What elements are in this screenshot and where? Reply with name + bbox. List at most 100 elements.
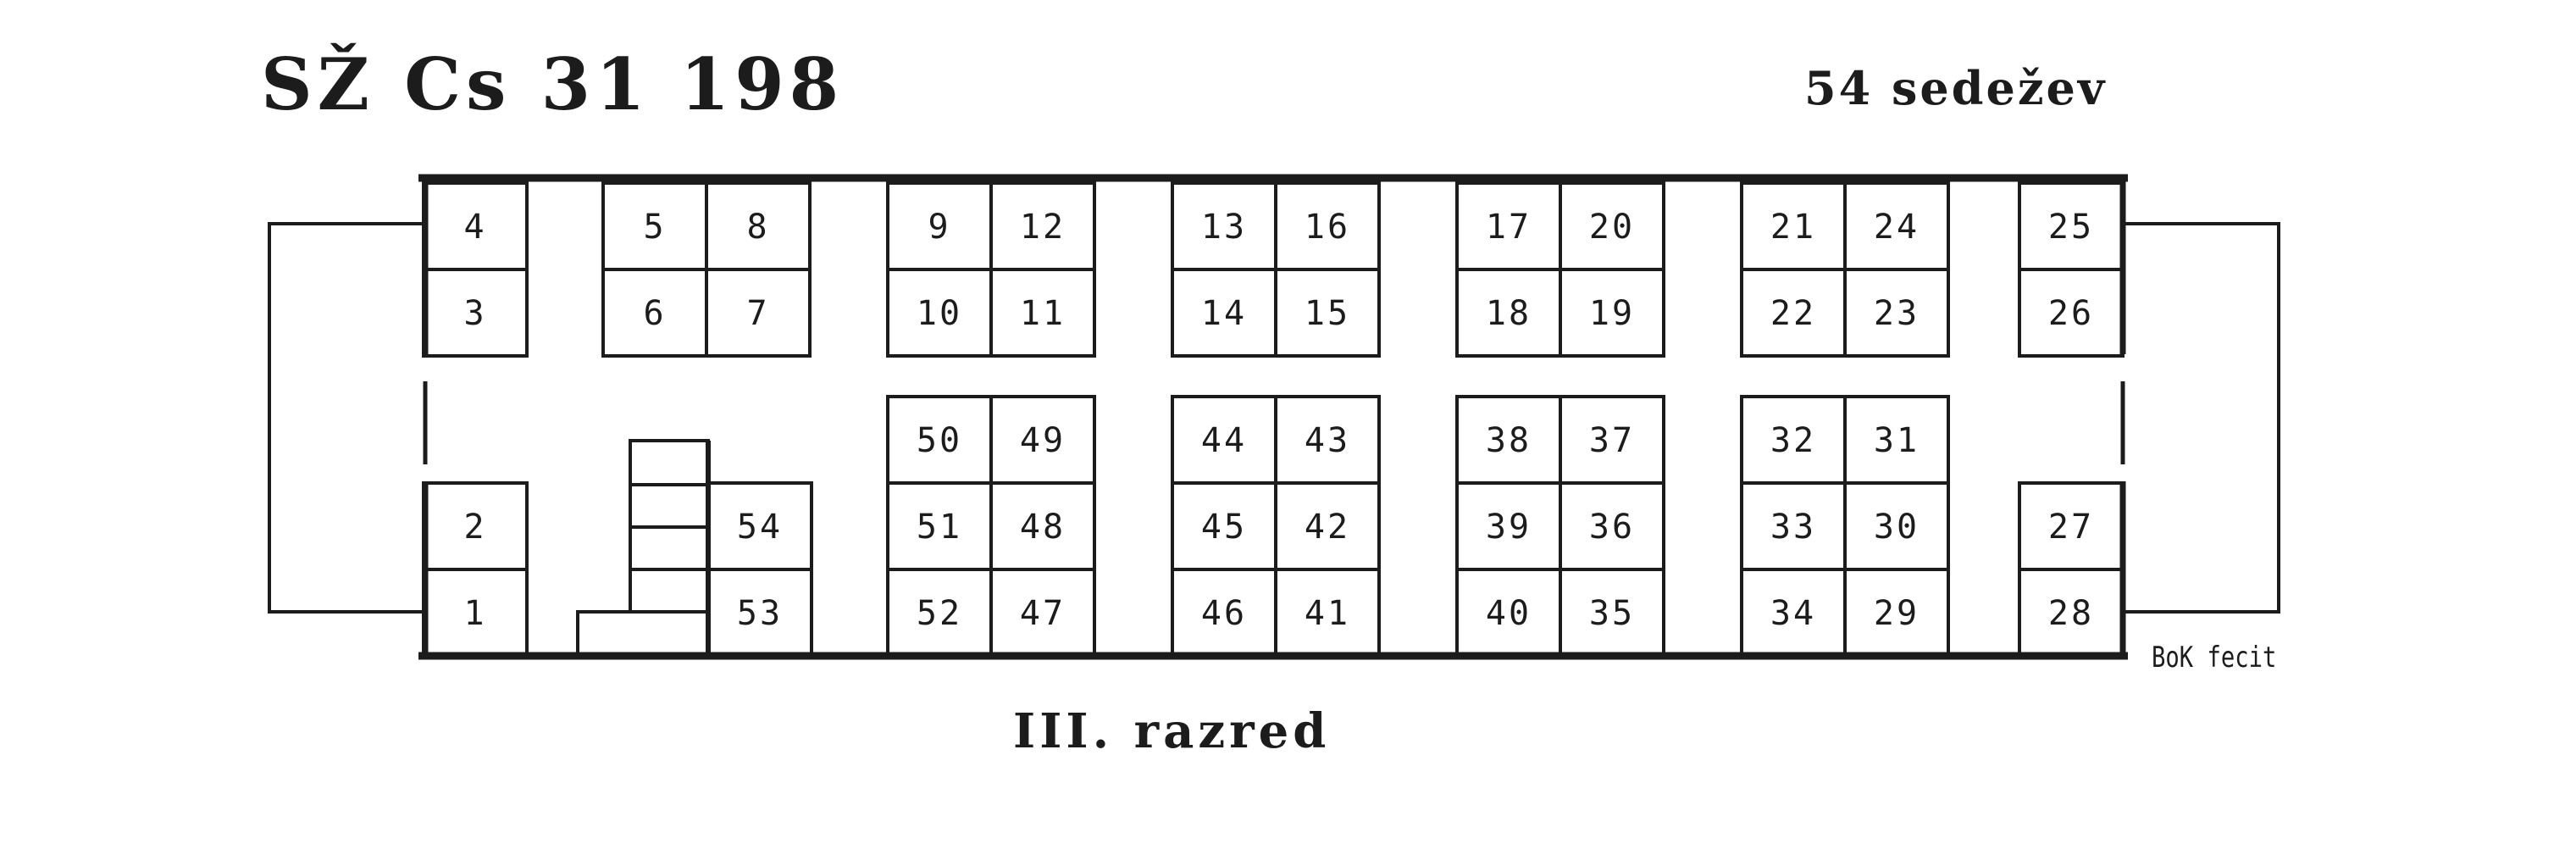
seat-47: 47 bbox=[989, 568, 1096, 658]
seat-12: 12 bbox=[989, 181, 1096, 271]
seat-number: 10 bbox=[917, 294, 962, 333]
seat-box bbox=[1274, 568, 1381, 658]
seat-number: 9 bbox=[928, 208, 950, 247]
seat-number: 12 bbox=[1020, 208, 1066, 247]
seat-number: 48 bbox=[1020, 508, 1066, 547]
seat-number: 20 bbox=[1589, 208, 1635, 247]
seat-number: 45 bbox=[1201, 508, 1247, 547]
toilet-block bbox=[576, 439, 711, 656]
seat-number: 36 bbox=[1589, 508, 1635, 547]
seat-43: 43 bbox=[1274, 395, 1381, 485]
seat-29: 29 bbox=[1843, 568, 1950, 658]
seat-38: 38 bbox=[1455, 395, 1562, 485]
seat-number: 46 bbox=[1201, 594, 1247, 633]
seat-number: 8 bbox=[746, 208, 769, 247]
seat-number: 2 bbox=[463, 508, 486, 547]
seat-number: 28 bbox=[2048, 594, 2094, 633]
seat-35: 35 bbox=[1559, 568, 1665, 658]
seat-number: 27 bbox=[2048, 508, 2094, 547]
seat-box bbox=[422, 568, 529, 658]
seat-32: 32 bbox=[1740, 395, 1847, 485]
seat-49: 49 bbox=[989, 395, 1096, 485]
seat-number: 25 bbox=[2048, 208, 2094, 247]
seat-box bbox=[2018, 268, 2125, 358]
seat-17: 17 bbox=[1455, 181, 1562, 271]
seat-22: 22 bbox=[1740, 268, 1847, 358]
seat-54: 54 bbox=[706, 481, 813, 571]
seat-number: 17 bbox=[1486, 208, 1532, 247]
seat-50: 50 bbox=[886, 395, 993, 485]
class-label: III. razred bbox=[1013, 703, 1331, 759]
seat-19: 19 bbox=[1559, 268, 1665, 358]
seat-box bbox=[989, 268, 1096, 358]
seat-8: 8 bbox=[705, 181, 812, 271]
seat-box bbox=[705, 268, 812, 358]
seat-39: 39 bbox=[1455, 481, 1562, 571]
seat-box bbox=[1559, 568, 1665, 658]
seat-number: 32 bbox=[1770, 421, 1816, 460]
seat-number: 38 bbox=[1486, 421, 1532, 460]
seat-box bbox=[1843, 268, 1950, 358]
seat-number: 29 bbox=[1874, 594, 1920, 633]
seat-20: 20 bbox=[1559, 181, 1665, 271]
seat-number: 15 bbox=[1305, 294, 1350, 333]
seat-count-label: 54 sedežev bbox=[1804, 61, 2108, 115]
seat-number: 22 bbox=[1770, 294, 1816, 333]
seat-25: 25 bbox=[2018, 181, 2125, 271]
seat-number: 7 bbox=[746, 294, 769, 333]
seat-number: 42 bbox=[1305, 508, 1350, 547]
seat-34: 34 bbox=[1740, 568, 1847, 658]
seat-number: 44 bbox=[1201, 421, 1247, 460]
seat-18: 18 bbox=[1455, 268, 1562, 358]
seat-44: 44 bbox=[1171, 395, 1277, 485]
seat-16: 16 bbox=[1274, 181, 1381, 271]
seat-number: 16 bbox=[1305, 208, 1350, 247]
seat-box bbox=[706, 568, 813, 658]
seat-7: 7 bbox=[705, 268, 812, 358]
seat-box bbox=[2018, 568, 2125, 658]
seat-number: 11 bbox=[1020, 294, 1066, 333]
seat-23: 23 bbox=[1843, 268, 1950, 358]
seat-number: 6 bbox=[643, 294, 666, 333]
seat-number: 1 bbox=[463, 594, 486, 633]
seat-number: 47 bbox=[1020, 594, 1066, 633]
seat-number: 41 bbox=[1305, 594, 1350, 633]
seat-number: 30 bbox=[1874, 508, 1920, 547]
seat-number: 26 bbox=[2048, 294, 2094, 333]
seat-box bbox=[422, 268, 529, 358]
seat-10: 10 bbox=[886, 268, 993, 358]
right-gangway bbox=[2123, 222, 2280, 614]
seat-number: 13 bbox=[1201, 208, 1247, 247]
seat-number: 24 bbox=[1874, 208, 1920, 247]
seat-box bbox=[989, 568, 1096, 658]
seat-31: 31 bbox=[1843, 395, 1950, 485]
seat-14: 14 bbox=[1171, 268, 1277, 358]
seat-30: 30 bbox=[1843, 481, 1950, 571]
seat-52: 52 bbox=[886, 568, 993, 658]
seat-number: 4 bbox=[463, 208, 486, 247]
seat-11: 11 bbox=[989, 268, 1096, 358]
seat-number: 5 bbox=[643, 208, 666, 247]
seat-42: 42 bbox=[1274, 481, 1381, 571]
seat-number: 50 bbox=[917, 421, 962, 460]
seat-53: 53 bbox=[706, 568, 813, 658]
seat-15: 15 bbox=[1274, 268, 1381, 358]
seat-number: 18 bbox=[1486, 294, 1532, 333]
seat-37: 37 bbox=[1559, 395, 1665, 485]
seat-box bbox=[1559, 268, 1665, 358]
seat-33: 33 bbox=[1740, 481, 1847, 571]
seat-number: 37 bbox=[1589, 421, 1635, 460]
seat-1: 1 bbox=[422, 568, 529, 658]
seat-box bbox=[1843, 568, 1950, 658]
seat-9: 9 bbox=[886, 181, 993, 271]
seat-6: 6 bbox=[601, 268, 708, 358]
page-title: SŽ Cs 31 198 bbox=[261, 42, 845, 126]
seat-48: 48 bbox=[989, 481, 1096, 571]
seat-51: 51 bbox=[886, 481, 993, 571]
seat-46: 46 bbox=[1171, 568, 1277, 658]
seat-number: 53 bbox=[737, 594, 783, 633]
seat-3: 3 bbox=[422, 268, 529, 358]
